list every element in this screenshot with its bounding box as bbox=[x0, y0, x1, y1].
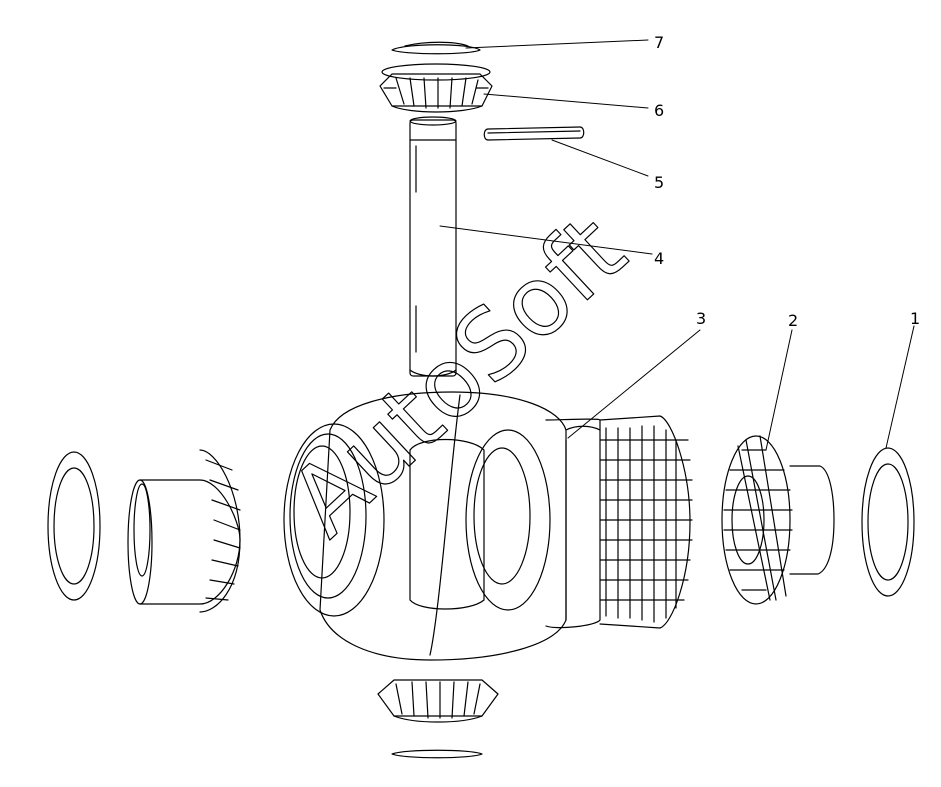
callout-label-2: 2 bbox=[788, 311, 798, 330]
pinion-gear-top-part bbox=[379, 63, 493, 113]
cross-shaft-part bbox=[409, 116, 457, 377]
leader-5 bbox=[551, 139, 649, 177]
washer-top-part bbox=[391, 41, 481, 55]
callout-label-7: 7 bbox=[654, 33, 664, 52]
washer-bottom-part bbox=[391, 749, 483, 759]
differential-case-part bbox=[283, 391, 693, 661]
side-gear-right-part bbox=[721, 435, 835, 605]
lock-pin-part bbox=[483, 126, 585, 141]
leader-lines bbox=[439, 39, 915, 451]
callout-label-3: 3 bbox=[696, 309, 706, 328]
leader-2 bbox=[765, 329, 793, 451]
watermark-text: AutoSoft bbox=[269, 194, 647, 557]
callout-label-6: 6 bbox=[654, 101, 664, 120]
callout-label-1: 1 bbox=[910, 309, 920, 328]
leader-4 bbox=[439, 225, 653, 255]
leader-7 bbox=[465, 39, 649, 49]
pinion-gear-bottom-part bbox=[377, 679, 499, 723]
callout-label-5: 5 bbox=[654, 173, 664, 192]
callout-labels: 7 6 5 4 3 2 1 bbox=[654, 33, 920, 330]
thrust-washer-right-part bbox=[861, 447, 915, 597]
thrust-washer-left-part bbox=[47, 451, 101, 601]
callout-label-4: 4 bbox=[654, 249, 664, 268]
leader-1 bbox=[885, 325, 915, 449]
leader-3 bbox=[567, 329, 701, 439]
leader-6 bbox=[483, 93, 649, 109]
side-gear-left-part bbox=[127, 449, 241, 613]
